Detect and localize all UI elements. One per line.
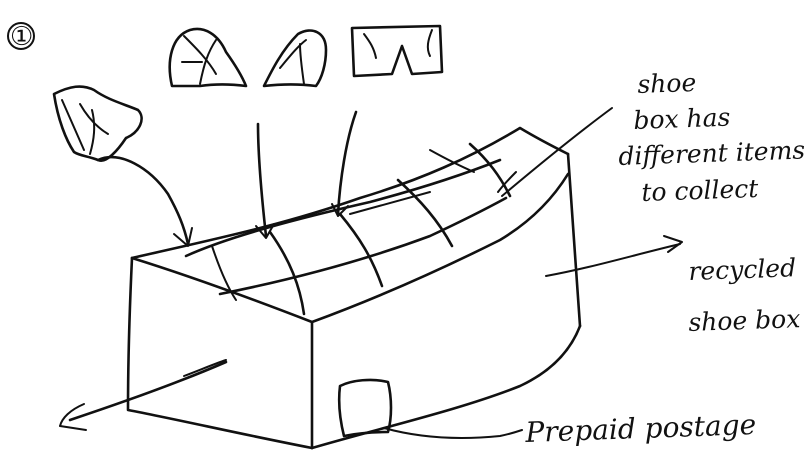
recycled-note-line-1: recycled: [688, 255, 796, 284]
collectible-item-top-1: [170, 29, 246, 86]
items-note-pointer: [498, 108, 612, 196]
items-note-line-2: box has: [633, 105, 731, 133]
postage-note: Prepaid postage: [525, 411, 757, 447]
items-note-line-4: to collect: [641, 176, 759, 205]
collectible-item-shorts: [352, 26, 442, 76]
items-note-line-1: shoe: [637, 70, 697, 97]
recycled-note-pointer: [546, 236, 682, 276]
postage-pointer: [384, 428, 522, 438]
compartment-grid: [186, 144, 510, 314]
recycled-note-line-2: shoe box: [688, 306, 801, 335]
ground-arrow: [60, 362, 226, 430]
collectible-item-cap: [54, 87, 142, 161]
collectible-item-top-2: [264, 31, 326, 86]
sketch-number: ①: [10, 24, 33, 50]
items-note-line-3: different items: [618, 137, 805, 169]
